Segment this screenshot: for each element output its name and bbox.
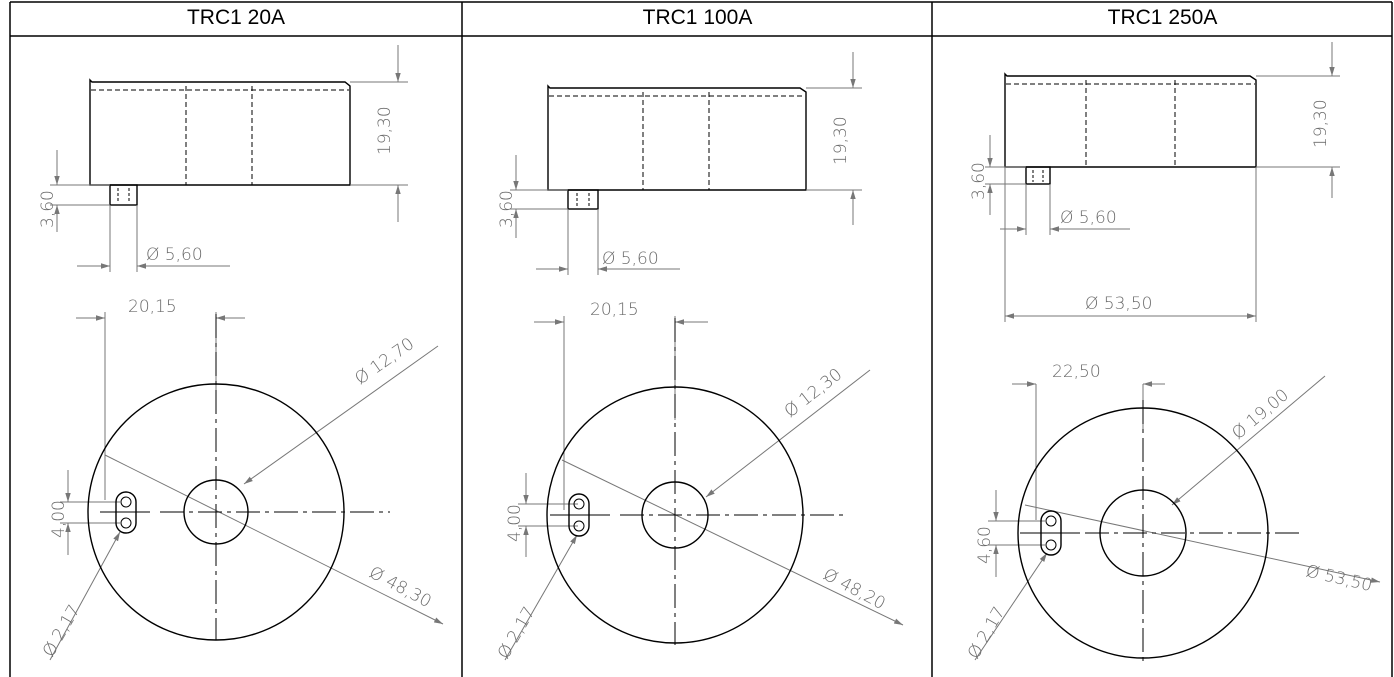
column-header-trc1-20a: TRC1 20A bbox=[186, 6, 286, 29]
dim-height: 19,30 bbox=[1311, 99, 1331, 148]
side-view bbox=[1004, 72, 1257, 185]
dim-pin-diameter: Ø 2,17 bbox=[39, 601, 85, 660]
side-view bbox=[547, 84, 807, 210]
table-grid bbox=[9, 1, 1393, 677]
front-view bbox=[1017, 400, 1300, 665]
dim-body-diameter: Ø 53,50 bbox=[1085, 294, 1152, 314]
dim-hole-diameter: Ø 19,00 bbox=[1228, 385, 1293, 444]
dim-pin-diameter: Ø 2,17 bbox=[964, 603, 1010, 662]
front-view bbox=[546, 318, 845, 645]
dim-stud-height: 3,60 bbox=[38, 190, 58, 228]
dim-stud-diameter: Ø 5,60 bbox=[1060, 208, 1117, 228]
dim-offset: 20,15 bbox=[128, 297, 177, 317]
front-view bbox=[87, 314, 390, 641]
dim-height: 19,30 bbox=[375, 106, 395, 155]
dim-stud-height: 3,60 bbox=[497, 190, 517, 228]
dim-slot-width: 4,00 bbox=[49, 500, 69, 538]
column-header-trc1-250a: TRC1 250A bbox=[1107, 6, 1218, 29]
dim-offset: 20,15 bbox=[590, 300, 639, 320]
dim-slot-width: 4,60 bbox=[975, 526, 995, 564]
dimension-lines bbox=[504, 52, 904, 661]
drawing-trc1-250a: 19,30 3,60 Ø 5,60 Ø 53,50 22,50 Ø 19,00 … bbox=[964, 42, 1381, 665]
side-view bbox=[89, 78, 351, 206]
drawing-trc1-100a: 19,30 3,60 Ø 5,60 20,15 Ø 12,30 Ø 48,20 … bbox=[494, 52, 904, 663]
dim-outer-diameter: Ø 48,30 bbox=[366, 563, 435, 612]
dim-pin-diameter: Ø 2,17 bbox=[494, 603, 540, 662]
dimension-lines bbox=[974, 42, 1381, 661]
dim-height: 19,30 bbox=[831, 116, 851, 165]
column-header-trc1-100a: TRC1 100A bbox=[642, 6, 753, 29]
dim-stud-height: 3,60 bbox=[969, 162, 989, 200]
dim-slot-width: 4,00 bbox=[505, 504, 525, 542]
dim-hole-diameter: Ø 12,70 bbox=[351, 334, 418, 389]
dim-stud-diameter: Ø 5,60 bbox=[602, 249, 659, 269]
dim-offset: 22,50 bbox=[1052, 362, 1101, 382]
dim-stud-diameter: Ø 5,60 bbox=[146, 245, 203, 265]
dim-outer-diameter: Ø 53,50 bbox=[1304, 561, 1374, 596]
drawing-trc1-20a: 19,30 3,60 Ø 5,60 20,15 Ø 12,70 Ø 48,30 … bbox=[38, 45, 444, 661]
